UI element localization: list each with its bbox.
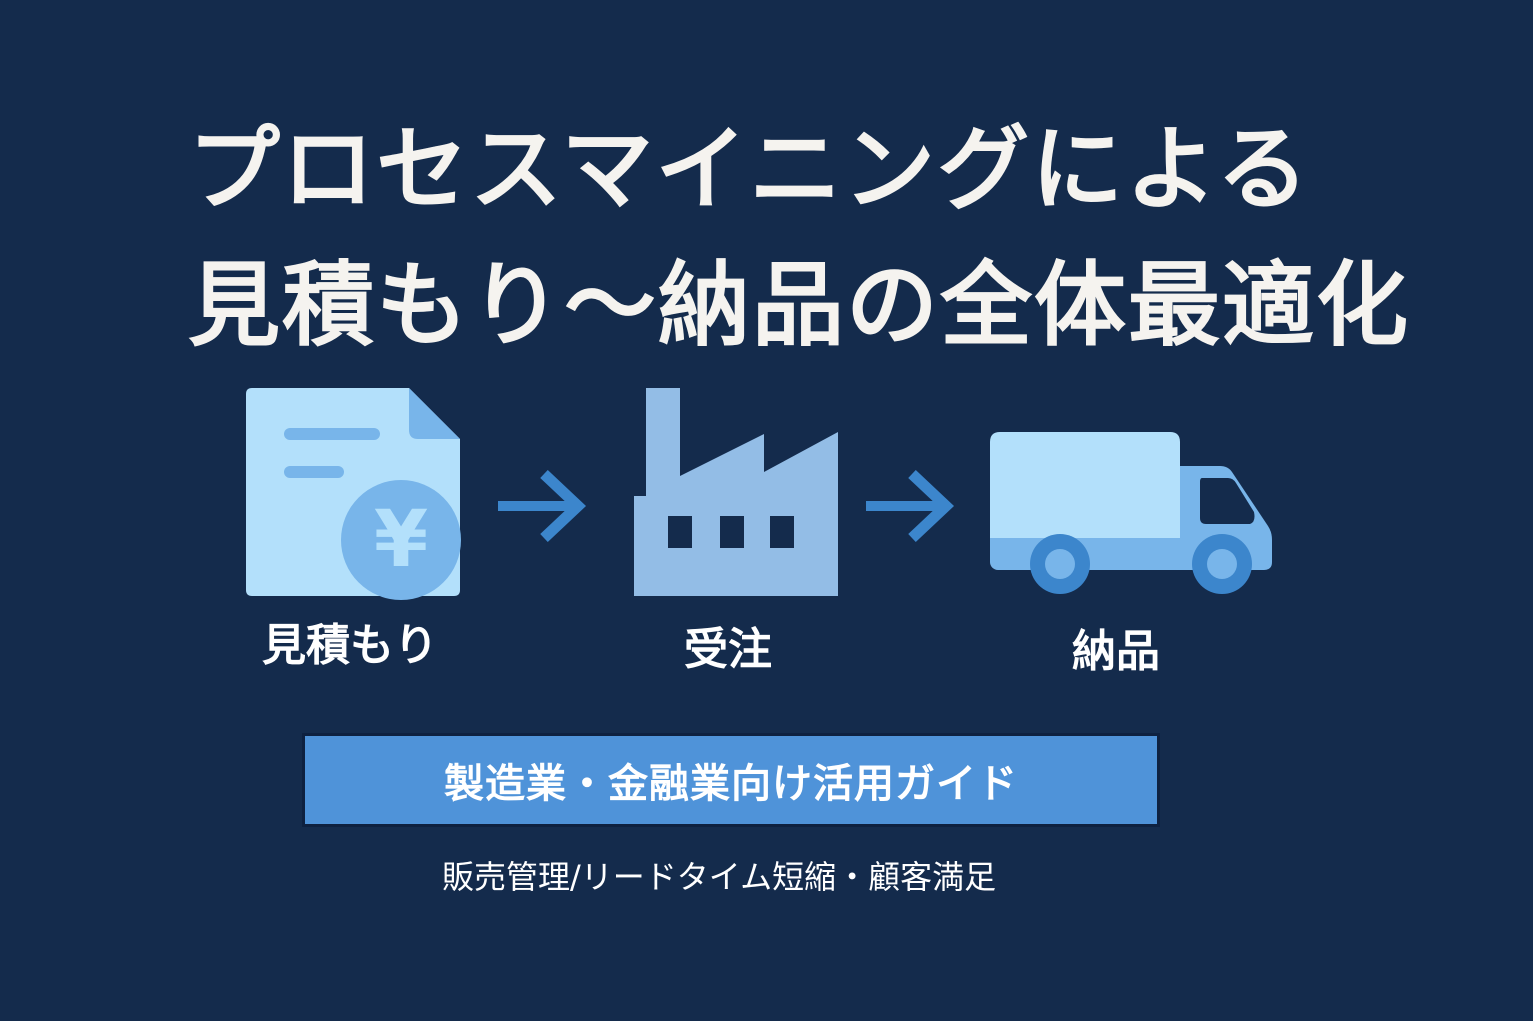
- step-label-delivery: 納品: [1072, 626, 1160, 677]
- banner-text: 製造業・金融業向け活用ガイド: [444, 761, 1018, 807]
- step-label-order: 受注: [684, 624, 772, 675]
- factory-icon: [634, 388, 838, 596]
- delivery-truck-icon: [990, 432, 1272, 594]
- title-line-2: 見積もり〜納品の全体最適化: [188, 252, 1411, 359]
- arrow-right-icon: [866, 470, 955, 542]
- subtitle: 販売管理/リードタイム短縮・顧客満足: [442, 858, 997, 896]
- title-line-1: プロセスマイニングによる: [188, 116, 1311, 223]
- arrow-right-icon: [498, 470, 587, 542]
- guide-banner: 製造業・金融業向け活用ガイド: [302, 733, 1160, 827]
- yen-symbol: ¥: [374, 495, 428, 585]
- step-label-quote: 見積もり: [262, 620, 438, 671]
- page-title: プロセスマイニングによる 見積もり〜納品の全体最適化: [188, 102, 1410, 374]
- quote-document-yen-icon: ¥: [246, 388, 461, 600]
